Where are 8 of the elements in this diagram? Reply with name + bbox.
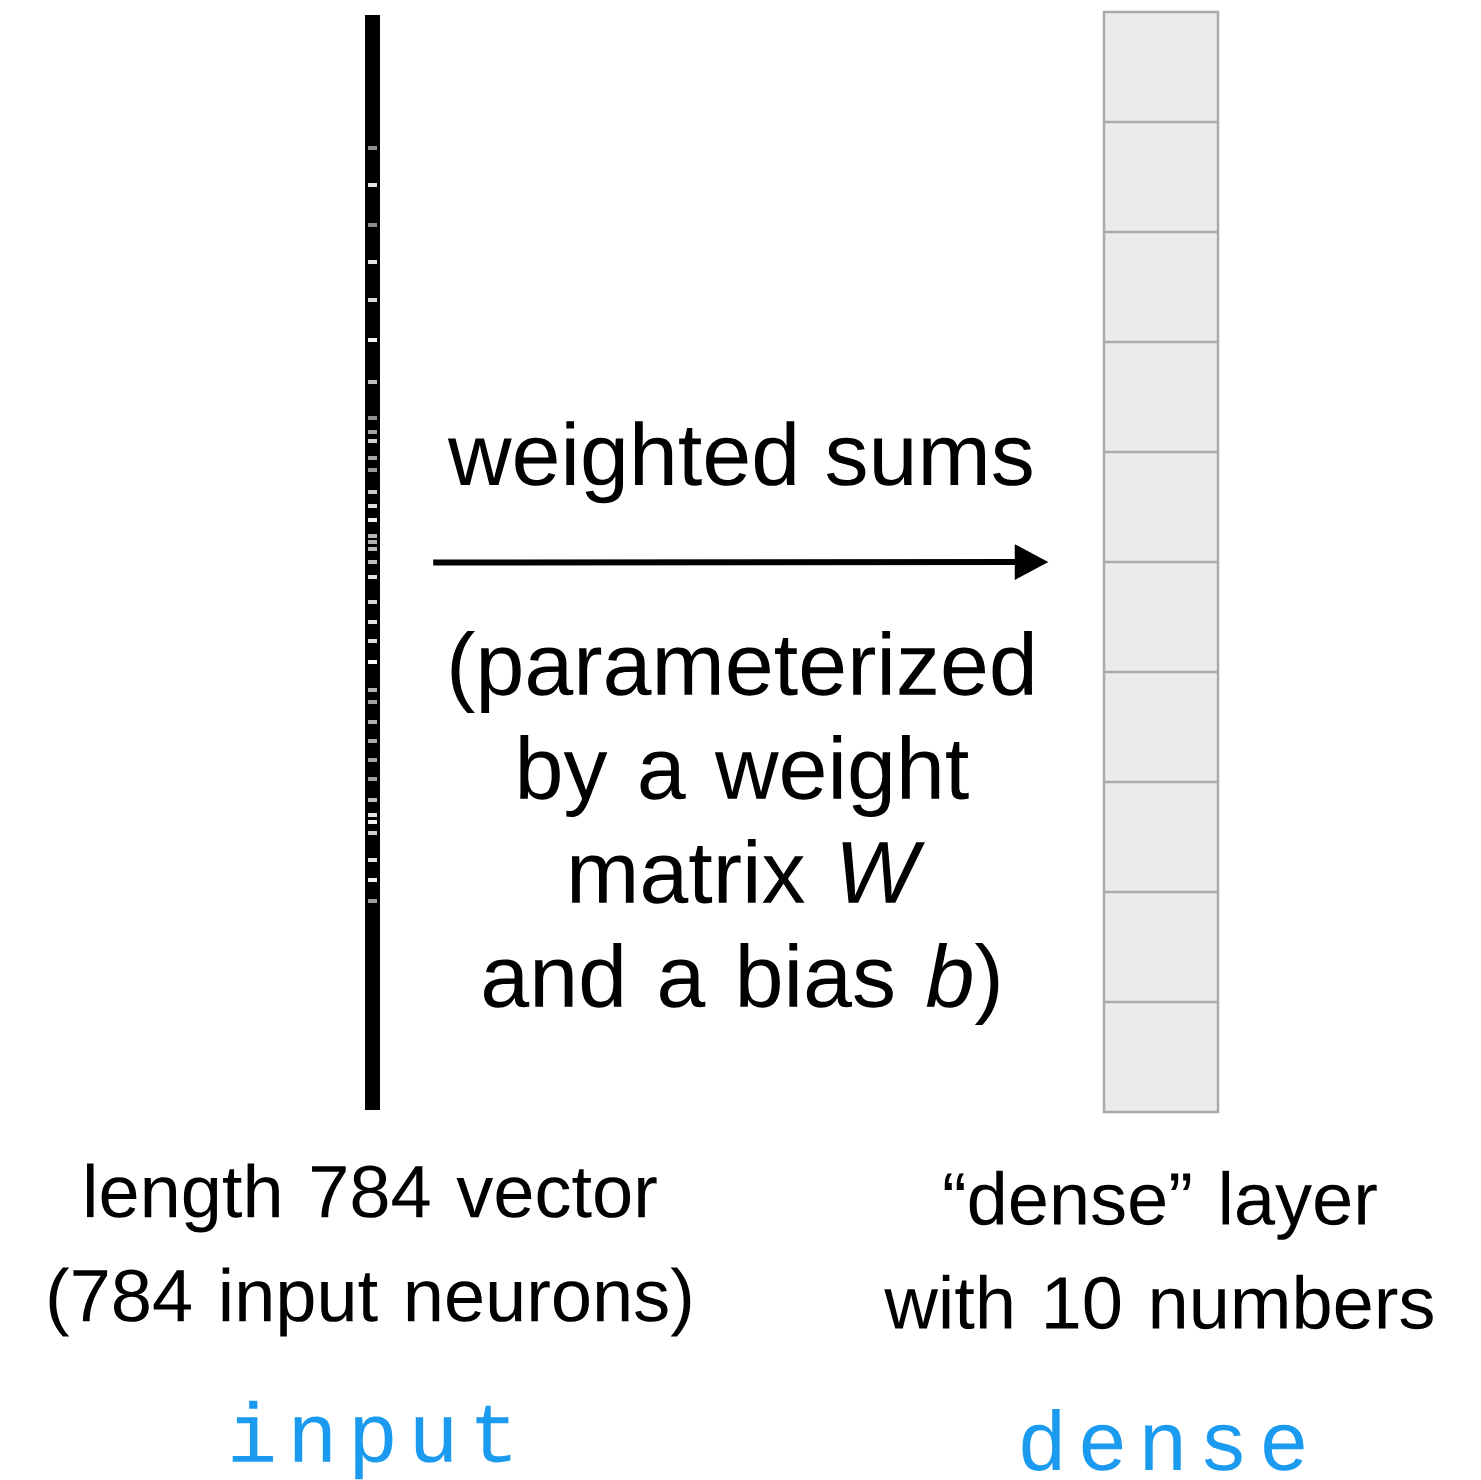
- edge-label: weighted sums: [447, 421, 1032, 504]
- dense-layer-column: [1102, 10, 1220, 1114]
- layer-name: input: [232, 1400, 511, 1480]
- caption-text: “dense” layer with 10 numbers: [884, 1170, 1433, 1330]
- note-text: (parameterized by a weight matrix W and a bias b): [451, 631, 1033, 1025]
- caption-text: length 784 vector (784 input neurons): [49, 1163, 691, 1337]
- input-vector-bar: [365, 15, 380, 1110]
- layer-name: dense: [1022, 1409, 1304, 1471]
